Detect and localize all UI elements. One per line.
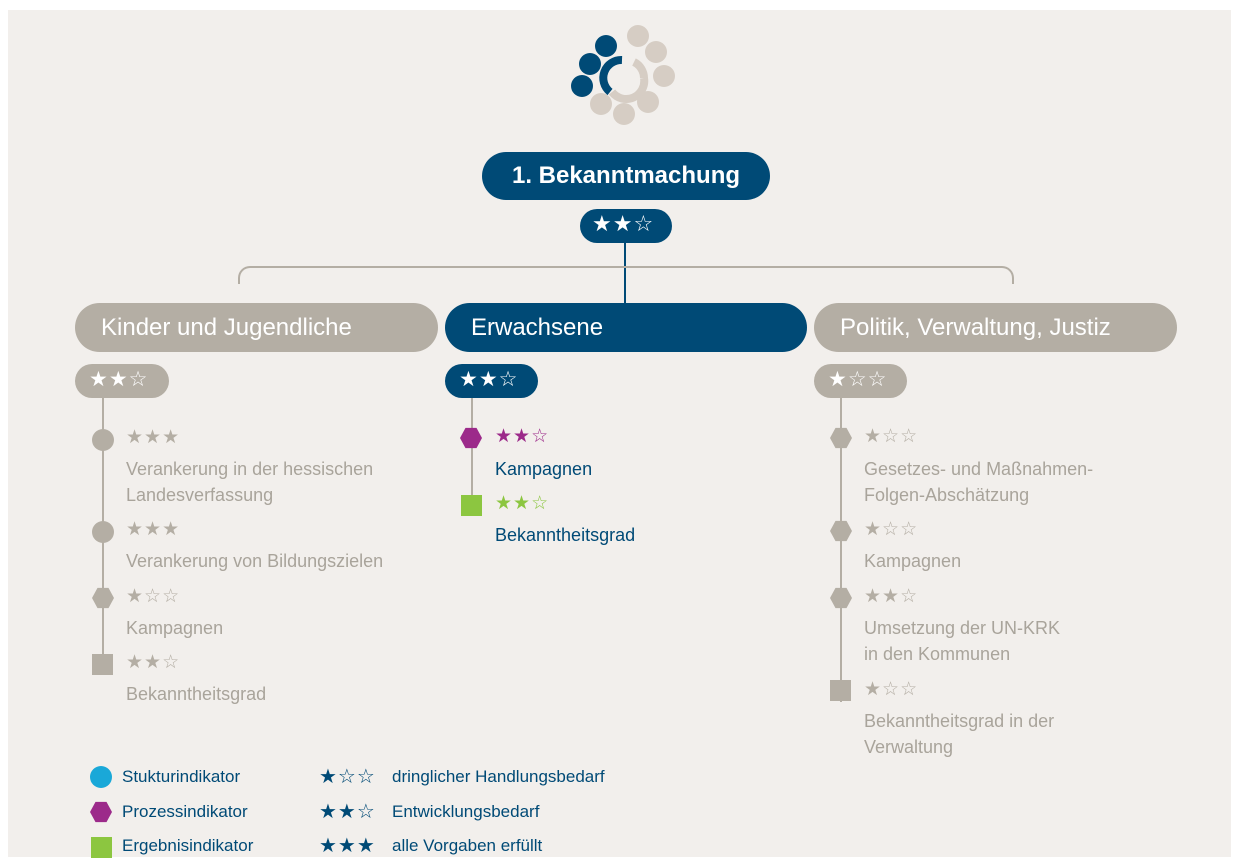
erwachsene-rating-stars: ★★☆ xyxy=(459,367,519,391)
politik-item-1-text-line2: Folgen-Abschätzung xyxy=(864,485,1030,505)
title-rating-stars: ★★☆ xyxy=(592,212,655,237)
result-indicator-icon xyxy=(92,654,113,675)
legend-process-label: Prozessindikator xyxy=(122,802,248,821)
politik-item-4-stars: ★☆☆ xyxy=(864,678,919,700)
politik-item-2-text: Kampagnen xyxy=(864,551,962,571)
erwachsene-item-2-text: Bekanntheitsgrad xyxy=(495,525,636,545)
title-rating-badge: ★★☆ xyxy=(580,209,672,243)
legend-rating-3-label: alle Vorgaben erfüllt xyxy=(392,836,543,855)
erwachsene-item-1-text: Kampagnen xyxy=(495,459,593,479)
process-indicator-icon xyxy=(830,587,852,609)
legend-rating-2-stars: ★★☆ xyxy=(319,799,376,823)
connector-horizontal xyxy=(238,266,1014,284)
result-indicator-icon xyxy=(830,680,851,701)
structure-indicator-icon xyxy=(92,429,114,451)
connector-vertical xyxy=(624,243,626,303)
process-indicator-icon xyxy=(830,520,852,542)
erwachsene-branch-line xyxy=(471,398,473,514)
column-politik: Politik, Verwaltung, Justiz xyxy=(814,303,1177,352)
kinder-item-4-stars: ★★☆ xyxy=(126,651,181,673)
legend-structure-label: Stukturindikator xyxy=(122,767,241,786)
politik-rating-stars: ★☆☆ xyxy=(828,367,888,391)
erwachsene-item-2-stars: ★★☆ xyxy=(495,492,550,514)
process-indicator-icon xyxy=(92,587,114,609)
title-label: 1. Bekanntmachung xyxy=(511,162,741,189)
kinder-item-4-text: Bekanntheitsgrad xyxy=(126,684,267,704)
politik-item-4-text-line2: Verwaltung xyxy=(864,737,954,757)
process-indicator-icon xyxy=(460,427,482,449)
politik-item-2-stars: ★☆☆ xyxy=(864,518,919,540)
kinder-rating-stars: ★★☆ xyxy=(89,367,149,391)
politik-rating-badge: ★☆☆ xyxy=(814,364,907,398)
legend-rating-1-stars: ★☆☆ xyxy=(319,764,376,788)
politik-item-1-stars: ★☆☆ xyxy=(864,425,919,447)
column-erwachsene-label: Erwachsene xyxy=(471,314,604,341)
politik-item-4-text-line1: Bekanntheitsgrad in der xyxy=(864,711,1055,731)
politik-branch-line xyxy=(840,398,842,702)
legend-process-icon xyxy=(90,801,112,823)
kinder-item-1-stars: ★★★ xyxy=(126,426,181,448)
erwachsene-rating-badge: ★★☆ xyxy=(445,364,538,398)
circle-of-dots-logo-icon xyxy=(571,25,675,125)
legend-rating-3-stars: ★★★ xyxy=(319,833,376,857)
legend-structure-icon xyxy=(90,766,112,788)
process-indicator-icon xyxy=(830,427,852,449)
politik-item-3-text-line2: in den Kommunen xyxy=(864,644,1011,664)
kinder-item-1-text-line2: Landesverfassung xyxy=(126,485,274,505)
legend-rating-1-label: dringlicher Handlungsbedarf xyxy=(392,767,605,786)
legend-result-icon xyxy=(91,837,112,858)
politik-item-1-text-line1: Gesetzes- und Maßnahmen- xyxy=(864,459,1094,479)
column-kinder: Kinder und Jugendliche xyxy=(75,303,438,352)
legend-rating-2-label: Entwicklungsbedarf xyxy=(392,802,540,821)
diagram-canvas: 1. Bekanntmachung ★★☆ Kinder und Jugendl… xyxy=(8,10,1231,858)
politik-item-3-stars: ★★☆ xyxy=(864,585,919,607)
column-politik-label: Politik, Verwaltung, Justiz xyxy=(840,314,1111,341)
kinder-rating-badge: ★★☆ xyxy=(75,364,169,398)
structure-indicator-icon xyxy=(92,521,114,543)
column-erwachsene: Erwachsene xyxy=(445,303,807,352)
kinder-item-3-text: Kampagnen xyxy=(126,618,224,638)
erwachsene-item-1-stars: ★★☆ xyxy=(495,425,550,447)
politik-item-3-text-line1: Umsetzung der UN-KRK xyxy=(864,618,1061,638)
kinder-item-2-stars: ★★★ xyxy=(126,518,181,540)
kinder-item-1-text-line1: Verankerung in der hessischen xyxy=(126,459,374,479)
title-pill: 1. Bekanntmachung xyxy=(482,152,770,200)
legend-result-label: Ergebnisindikator xyxy=(122,836,254,855)
kinder-item-2-text: Verankerung von Bildungszielen xyxy=(126,551,384,571)
kinder-item-3-stars: ★☆☆ xyxy=(126,585,181,607)
column-kinder-label: Kinder und Jugendliche xyxy=(101,314,352,341)
result-indicator-icon xyxy=(461,495,482,516)
